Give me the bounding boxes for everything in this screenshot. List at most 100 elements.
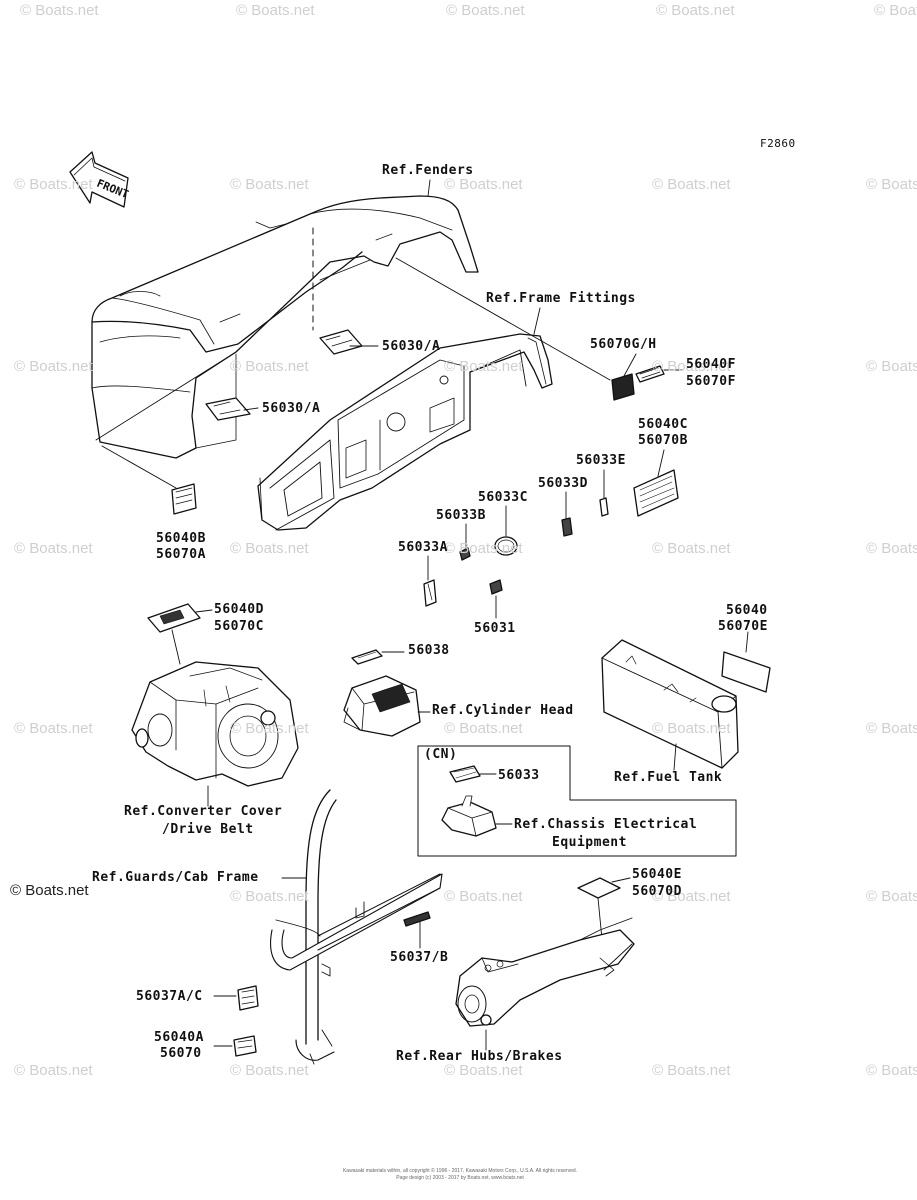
label-56031[interactable]: 56031 xyxy=(474,621,516,636)
decal-56033b xyxy=(459,547,471,561)
watermark: © Boats.net xyxy=(444,1062,523,1079)
front-arrow-icon: FRONT xyxy=(69,151,131,208)
decal-56030a-lower xyxy=(205,397,251,421)
watermark: © Boats.net xyxy=(446,2,525,19)
label-56030a-lower[interactable]: 56030/A xyxy=(262,401,321,416)
label-56070gh[interactable]: 56070G/H xyxy=(590,337,657,352)
watermark: © Boats.net xyxy=(230,176,309,193)
watermark: © Boats.net xyxy=(14,176,93,193)
label-cn: (CN) xyxy=(424,747,458,762)
watermark: © Boats.net xyxy=(444,358,523,375)
decal-56033a xyxy=(423,579,437,607)
watermark: © Boats.net xyxy=(444,720,523,737)
label-56037b[interactable]: 56037/B xyxy=(390,950,449,965)
watermark: © Boats.net xyxy=(866,358,917,375)
decal-56033 xyxy=(449,765,481,783)
decal-56033d xyxy=(561,517,573,537)
label-56070a[interactable]: 56070A xyxy=(156,547,206,562)
label-56070c[interactable]: 56070C xyxy=(214,619,264,634)
label-56070f[interactable]: 56070F xyxy=(686,374,736,389)
watermark: © Boats.net xyxy=(874,2,917,19)
label-56070[interactable]: 56070 xyxy=(160,1046,202,1061)
watermark: © Boats.net xyxy=(652,176,731,193)
watermark: © Boats.net xyxy=(444,540,523,557)
label-56033e[interactable]: 56033E xyxy=(576,453,626,468)
watermark: © Boats.net xyxy=(866,540,917,557)
label-ref-frame-fittings[interactable]: Ref.Frame Fittings xyxy=(486,291,636,306)
watermark: © Boats.net xyxy=(652,888,731,905)
label-56040f[interactable]: 56040F xyxy=(686,357,736,372)
watermark: © Boats.net xyxy=(230,888,309,905)
decal-56033e xyxy=(599,497,609,517)
label-56040c[interactable]: 56040C xyxy=(638,417,688,432)
decal-56070gh xyxy=(611,373,635,401)
watermark: © Boats.net xyxy=(866,176,917,193)
watermark: © Boats.net xyxy=(652,358,731,375)
decal-56031 xyxy=(489,579,503,595)
watermark: © Boats.net xyxy=(652,720,731,737)
label-ref-rear-hubs-brakes[interactable]: Ref.Rear Hubs/Brakes xyxy=(396,1049,563,1064)
watermark: © Boats.net xyxy=(14,720,93,737)
footer-copyright: Kawasaki materials within, all copyright… xyxy=(342,1168,578,1174)
label-56033d[interactable]: 56033D xyxy=(538,476,588,491)
label-ref-cylinder-head[interactable]: Ref.Cylinder Head xyxy=(432,703,574,718)
footer-page-design: Page design (c) 2003 - 2017 by Boats.net… xyxy=(396,1175,524,1181)
label-56030a-upper[interactable]: 56030/A xyxy=(382,339,441,354)
label-56070b[interactable]: 56070B xyxy=(638,433,688,448)
label-56070d[interactable]: 56070D xyxy=(632,884,682,899)
decal-56040e xyxy=(577,877,621,899)
cab-frame xyxy=(270,789,443,1065)
label-56040a[interactable]: 56040A xyxy=(154,1030,204,1045)
watermark: © Boats.net xyxy=(866,888,917,905)
watermark: © Boats.net xyxy=(14,1062,93,1079)
label-56070e[interactable]: 56070E xyxy=(718,619,768,634)
decal-56040c xyxy=(633,469,679,517)
watermark: © Boats.net xyxy=(444,888,523,905)
watermark: © Boats.net xyxy=(866,1062,917,1079)
label-56033a[interactable]: 56033A xyxy=(398,540,448,555)
label-56033c[interactable]: 56033C xyxy=(478,490,528,505)
label-56033b[interactable]: 56033B xyxy=(436,508,486,523)
label-56033[interactable]: 56033 xyxy=(498,768,540,783)
label-56040b[interactable]: 56040B xyxy=(156,531,206,546)
label-ref-chassis-electrical-2[interactable]: Equipment xyxy=(552,835,627,850)
decal-56038 xyxy=(351,649,383,665)
rear-hub-housing xyxy=(455,917,635,1027)
label-ref-fenders[interactable]: Ref.Fenders xyxy=(382,163,474,178)
label-ref-converter-cover-1[interactable]: Ref.Converter Cover xyxy=(124,804,283,819)
watermark: © Boats.net xyxy=(652,1062,731,1079)
decal-56037ac xyxy=(237,985,259,1011)
watermark: © Boats.net xyxy=(14,358,93,375)
decal-56040d xyxy=(147,603,201,633)
label-ref-converter-cover-2[interactable]: /Drive Belt xyxy=(162,822,254,837)
cylinder-head xyxy=(343,675,421,737)
label-ref-guards-cab-frame[interactable]: Ref.Guards/Cab Frame xyxy=(92,870,259,885)
diagram-id: F2860 xyxy=(760,137,796,150)
fuel-tank xyxy=(601,639,739,769)
decal-56037b xyxy=(403,911,431,927)
decal-56040f xyxy=(635,365,665,383)
label-56040e[interactable]: 56040E xyxy=(632,867,682,882)
label-ref-chassis-electrical-1[interactable]: Ref.Chassis Electrical xyxy=(514,817,698,832)
watermark: © Boats.net xyxy=(656,2,735,19)
converter-cover xyxy=(131,661,299,787)
watermark: © Boats.net xyxy=(866,720,917,737)
decal-56040a xyxy=(233,1035,257,1057)
watermark: © Boats.net xyxy=(10,882,89,899)
label-56038[interactable]: 56038 xyxy=(408,643,450,658)
chassis-electrical-unit xyxy=(441,795,497,837)
decal-56040b xyxy=(171,483,197,515)
label-56037ac[interactable]: 56037A/C xyxy=(136,989,203,1004)
cn-box xyxy=(417,745,737,857)
watermark: © Boats.net xyxy=(236,2,315,19)
label-56040d[interactable]: 56040D xyxy=(214,602,264,617)
label-56040[interactable]: 56040 xyxy=(726,603,768,618)
frame-fitting-panel xyxy=(257,333,553,531)
watermark: © Boats.net xyxy=(230,540,309,557)
decal-56033c xyxy=(494,536,518,556)
decal-56040 xyxy=(721,651,771,693)
watermark: © Boats.net xyxy=(230,720,309,737)
label-ref-fuel-tank[interactable]: Ref.Fuel Tank xyxy=(614,770,723,785)
watermark: © Boats.net xyxy=(230,358,309,375)
